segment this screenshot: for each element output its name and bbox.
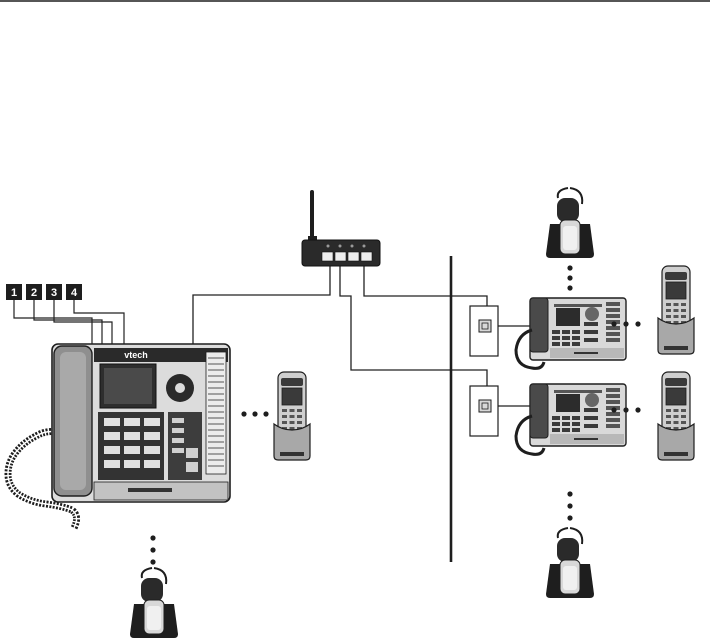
ellipsis-dots <box>150 535 155 564</box>
ellipsis-dots <box>567 491 572 520</box>
desk-phone-icon <box>530 298 626 360</box>
headset-icon <box>546 188 594 258</box>
cordless-handset-icon <box>658 266 694 354</box>
ellipsis-dots <box>611 321 640 326</box>
ellipsis-dots <box>567 265 572 290</box>
desk-phone-icon: vtech <box>8 344 230 528</box>
headset-icon <box>546 528 594 598</box>
cordless-handset-icon <box>274 372 310 460</box>
line-ports: 1 2 3 4 <box>6 284 82 300</box>
line-port-1-label: 1 <box>11 287 17 299</box>
telephone-line-cords <box>14 300 124 344</box>
headset-icon <box>130 568 178 638</box>
router-icon <box>302 192 380 266</box>
line-port-4-label: 4 <box>71 287 78 299</box>
line-port-3-label: 3 <box>51 287 57 299</box>
wall-jack-icon <box>470 306 498 356</box>
cordless-handset-icon <box>658 372 694 460</box>
desk-phone-icon <box>530 384 626 446</box>
vtech-logo: vtech <box>124 350 148 360</box>
ellipsis-dots <box>241 411 268 416</box>
line-port-2-label: 2 <box>31 287 37 299</box>
ellipsis-dots <box>611 407 640 412</box>
wall-jack-icon <box>470 386 498 436</box>
